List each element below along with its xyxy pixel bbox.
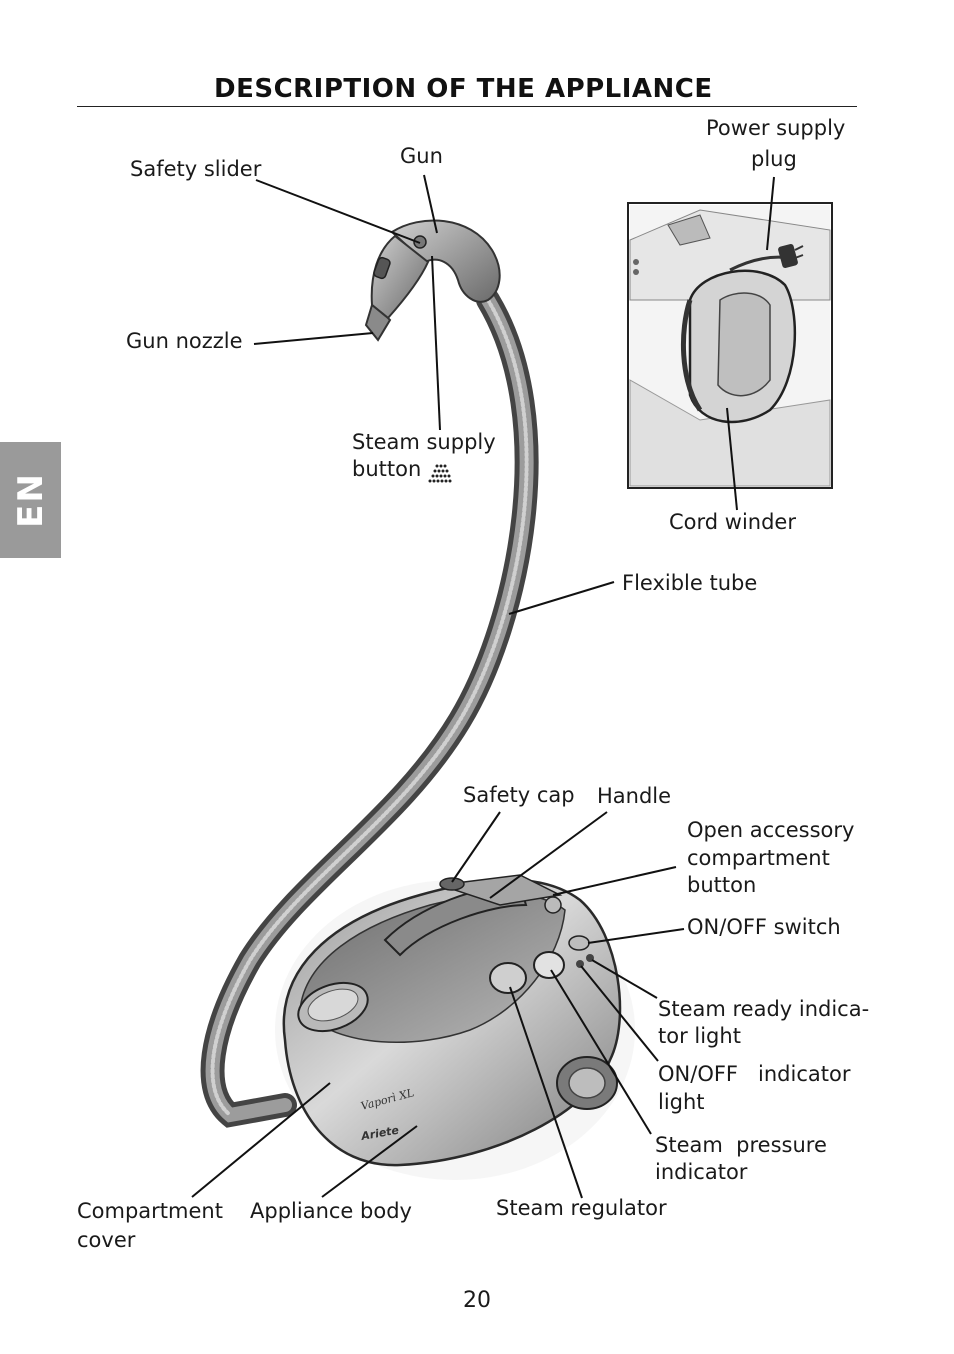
- leader-flexible-tube: [508, 581, 615, 615]
- steam-icon: [428, 464, 452, 483]
- label-on-off-switch: ON/OFF switch: [687, 915, 841, 939]
- leader-power-plug: [766, 176, 775, 251]
- leader-cord-winder: [726, 407, 738, 511]
- page-title: DESCRIPTION OF THE APPLIANCE: [214, 74, 713, 104]
- leader-lines: [191, 174, 775, 1199]
- label-compartment-cover-1: Compartment: [77, 1199, 223, 1223]
- appliance-body-drawing: [275, 874, 635, 1180]
- leader-regulator: [509, 986, 583, 1199]
- label-cord-winder: Cord winder: [669, 510, 796, 534]
- label-power-supply-plug-2: plug: [751, 147, 797, 171]
- language-tab: EN: [0, 442, 61, 558]
- leader-handle: [489, 811, 608, 899]
- label-gun-nozzle: Gun nozzle: [126, 329, 243, 353]
- leader-gun: [423, 174, 438, 234]
- leader-appliance-body: [321, 1125, 418, 1198]
- label-open-accessory-1: Open accessory: [687, 818, 855, 842]
- label-steam-supply-button-1: Steam supply: [352, 430, 496, 454]
- label-steam-pressure-2: indicator: [655, 1160, 748, 1184]
- label-open-accessory-2: compartment: [687, 846, 830, 870]
- page-number: 20: [463, 1288, 491, 1313]
- label-appliance-body: Appliance body: [250, 1199, 412, 1223]
- label-on-off-indicator-2: light: [658, 1090, 705, 1114]
- label-steam-pressure-1: Steam pressure: [655, 1133, 827, 1157]
- leader-steam-supply: [431, 255, 441, 431]
- leader-pressure: [550, 969, 652, 1135]
- leader-accessory: [552, 866, 677, 896]
- label-steam-supply-button-2: button: [352, 457, 422, 481]
- title-rule: [77, 106, 857, 107]
- flexible-tube-drawing: [200, 288, 539, 1128]
- label-handle: Handle: [597, 784, 672, 808]
- gun-drawing: [364, 219, 501, 342]
- leader-on-off-switch: [587, 928, 685, 944]
- label-compartment-cover-2: cover: [77, 1228, 136, 1252]
- label-open-accessory-3: button: [687, 873, 757, 897]
- label-gun: Gun: [400, 144, 443, 168]
- label-safety-cap: Safety cap: [463, 783, 575, 807]
- leader-compartment-cover: [191, 1082, 331, 1198]
- label-steam-ready-1: Steam ready indica-: [658, 997, 870, 1021]
- leader-steam-ready: [591, 959, 658, 999]
- label-power-supply-plug-1: Power supply: [706, 116, 846, 140]
- leader-safety-slider: [255, 179, 421, 244]
- leader-gun-nozzle: [253, 332, 374, 345]
- label-on-off-indicator-1: ON/OFF indicator: [658, 1062, 851, 1086]
- label-flexible-tube: Flexible tube: [622, 571, 758, 595]
- label-safety-slider: Safety slider: [130, 157, 262, 181]
- leader-safety-cap: [451, 811, 501, 883]
- leader-on-off-light: [580, 965, 659, 1062]
- label-steam-ready-2: tor light: [658, 1024, 741, 1048]
- label-steam-regulator: Steam regulator: [496, 1196, 667, 1220]
